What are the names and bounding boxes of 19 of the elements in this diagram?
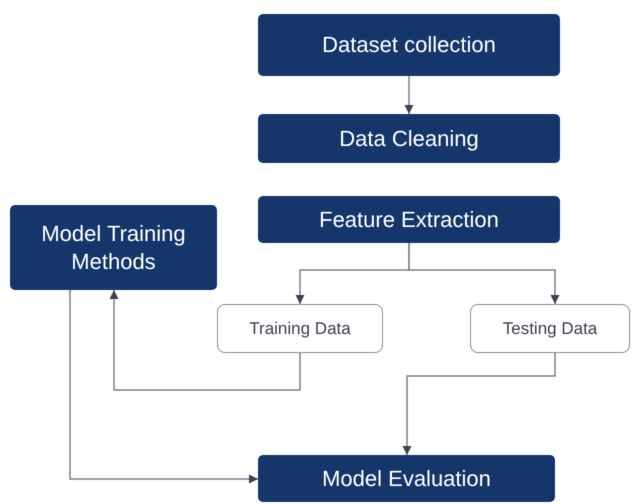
node-label: Model Training Methods [40, 220, 187, 275]
process-box [258, 455, 555, 502]
arrow [402, 353, 556, 455]
node-label: Data Cleaning [339, 124, 479, 152]
process-box [258, 114, 560, 163]
arrow [110, 290, 301, 391]
node-label: Dataset collection [322, 31, 496, 59]
process-box [258, 14, 560, 76]
arrow [408, 243, 560, 304]
node-label: Training Data [249, 318, 351, 338]
node-label: Feature Extraction [319, 206, 499, 234]
node-label: Testing Data [502, 318, 598, 338]
data-box [217, 304, 383, 353]
arrow [69, 290, 258, 484]
data-box [470, 304, 630, 353]
process-box [10, 205, 217, 290]
process-box [258, 196, 560, 243]
node-label: Model Evaluation [322, 464, 491, 492]
arrow [404, 76, 414, 114]
